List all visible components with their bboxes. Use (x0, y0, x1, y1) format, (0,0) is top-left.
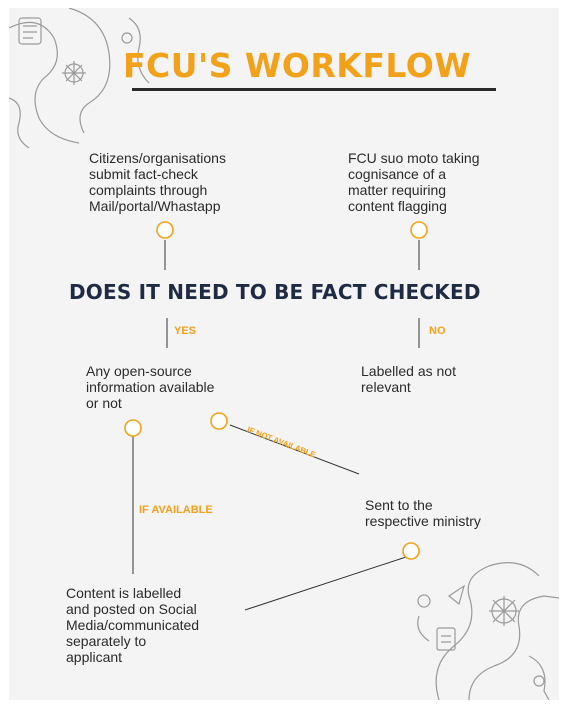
node-line: Sent to the (365, 497, 433, 513)
node-suo-moto: FCU suo moto taking cognisance of a matt… (348, 150, 480, 214)
node-line: matter requiring (348, 182, 447, 198)
workflow-poster: FCU'S WORKFLOW Citizens/organisations su… (9, 8, 559, 700)
flow-connectors (124, 221, 428, 611)
decision-question: DOES IT NEED TO BE FACT CHECKED (69, 280, 481, 304)
node-line: complaints through (89, 182, 208, 198)
node-line: Any open-source (86, 363, 192, 379)
node-line: or not (86, 395, 122, 411)
node-circle (156, 221, 174, 239)
edge-label-if-available: IF AVAILABLE (139, 504, 213, 516)
node-labelled: Content is labelled and posted on Social… (66, 585, 199, 665)
node-line: respective ministry (365, 513, 481, 529)
node-line: and posted on Social (66, 601, 197, 617)
node-line: Media/communicated (66, 617, 200, 633)
node-ministry: Sent to the respective ministry (365, 497, 481, 529)
node-line: relevant (361, 379, 411, 395)
node-line: Citizens/organisations (89, 150, 226, 166)
node-line: Mail/portal/Whastapp (89, 198, 221, 214)
node-line: cognisance of a (348, 166, 447, 182)
node-line: content flagging (348, 198, 447, 214)
connector-line (244, 556, 407, 611)
node-line: FCU suo moto taking (348, 150, 480, 166)
node-line: information available (86, 379, 215, 395)
edge-label-no: NO (429, 325, 446, 337)
node-not-relevant: Labelled as not relevant (361, 363, 456, 395)
node-line: Content is labelled (66, 585, 182, 601)
node-circle (402, 542, 420, 560)
node-line: Labelled as not (361, 363, 456, 379)
node-circle (210, 412, 228, 430)
page-title: FCU'S WORKFLOW (123, 46, 472, 85)
node-citizens: Citizens/organisations submit fact-check… (89, 150, 226, 214)
title-underline (132, 88, 496, 91)
node-circle (124, 419, 142, 437)
edge-label-yes: YES (174, 325, 197, 337)
node-line: submit fact-check (89, 166, 198, 182)
node-circle (410, 221, 428, 239)
node-open-source: Any open-source information available or… (86, 363, 214, 411)
node-line: applicant (66, 649, 123, 665)
node-line: separately to (66, 633, 147, 649)
connector-line (229, 424, 360, 475)
